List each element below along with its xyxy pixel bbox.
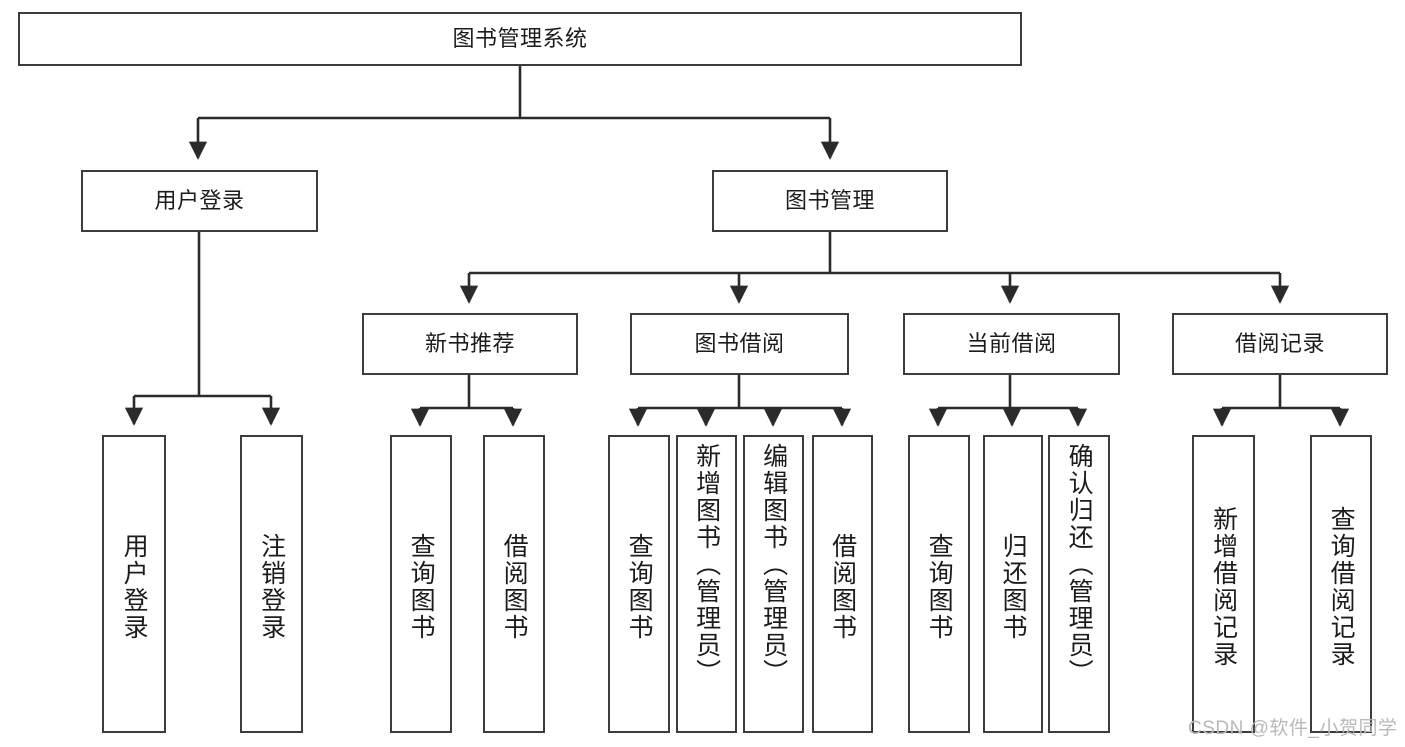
node-current-borrowing[interactable]: 当前借阅 xyxy=(903,313,1120,375)
node-label: 归还图书 xyxy=(999,533,1028,641)
leaf-borrow-book-recommendation[interactable]: 借阅图书 xyxy=(483,435,545,733)
node-label: 新增借阅记录 xyxy=(1209,506,1238,668)
node-book-borrowing[interactable]: 图书借阅 xyxy=(630,313,849,375)
leaf-return-book[interactable]: 归还图书 xyxy=(983,435,1043,733)
node-label: 图书管理系统 xyxy=(452,25,588,51)
node-label: 图书管理 xyxy=(784,187,875,213)
leaf-add-borrow-record[interactable]: 新增借阅记录 xyxy=(1192,435,1255,733)
node-label: 确认归还（管理员） xyxy=(1065,443,1094,686)
node-label: 新书推荐 xyxy=(424,330,515,356)
node-new-book-recommendation[interactable]: 新书推荐 xyxy=(362,313,578,375)
leaf-query-borrow-record[interactable]: 查询借阅记录 xyxy=(1310,435,1372,733)
node-label: 借阅图书 xyxy=(500,533,529,641)
node-label: 用户登录 xyxy=(120,533,149,641)
node-label: 编辑图书（管理员） xyxy=(759,443,788,686)
node-label: 查询图书 xyxy=(625,533,654,641)
node-label: 图书借阅 xyxy=(694,330,785,356)
node-label: 用户登录 xyxy=(154,187,245,213)
node-label: 借阅图书 xyxy=(828,533,857,641)
node-label: 新增图书（管理员） xyxy=(692,443,721,686)
leaf-query-book-current[interactable]: 查询图书 xyxy=(908,435,970,733)
node-label: 查询图书 xyxy=(407,533,436,641)
node-label: 查询图书 xyxy=(925,533,954,641)
csdn-watermark: CSDN @软件_小贺同学 xyxy=(1188,718,1398,739)
leaf-query-book-borrowing[interactable]: 查询图书 xyxy=(608,435,670,733)
leaf-borrow-book-borrowing[interactable]: 借阅图书 xyxy=(812,435,873,733)
leaf-edit-book-admin[interactable]: 编辑图书（管理员） xyxy=(743,435,804,733)
node-book-management[interactable]: 图书管理 xyxy=(712,170,948,232)
leaf-add-book-admin[interactable]: 新增图书（管理员） xyxy=(676,435,737,733)
node-label: 查询借阅记录 xyxy=(1327,506,1356,668)
leaf-logout[interactable]: 注销登录 xyxy=(240,435,303,733)
leaf-user-login[interactable]: 用户登录 xyxy=(102,435,166,733)
node-label: 注销登录 xyxy=(257,533,286,641)
node-label: 当前借阅 xyxy=(966,330,1057,356)
node-root-system[interactable]: 图书管理系统 xyxy=(18,12,1022,66)
node-label: 借阅记录 xyxy=(1234,330,1325,356)
leaf-confirm-return-admin[interactable]: 确认归还（管理员） xyxy=(1048,435,1110,733)
node-user-login[interactable]: 用户登录 xyxy=(81,170,318,232)
leaf-query-book-recommendation[interactable]: 查询图书 xyxy=(390,435,452,733)
node-borrow-records[interactable]: 借阅记录 xyxy=(1172,313,1388,375)
